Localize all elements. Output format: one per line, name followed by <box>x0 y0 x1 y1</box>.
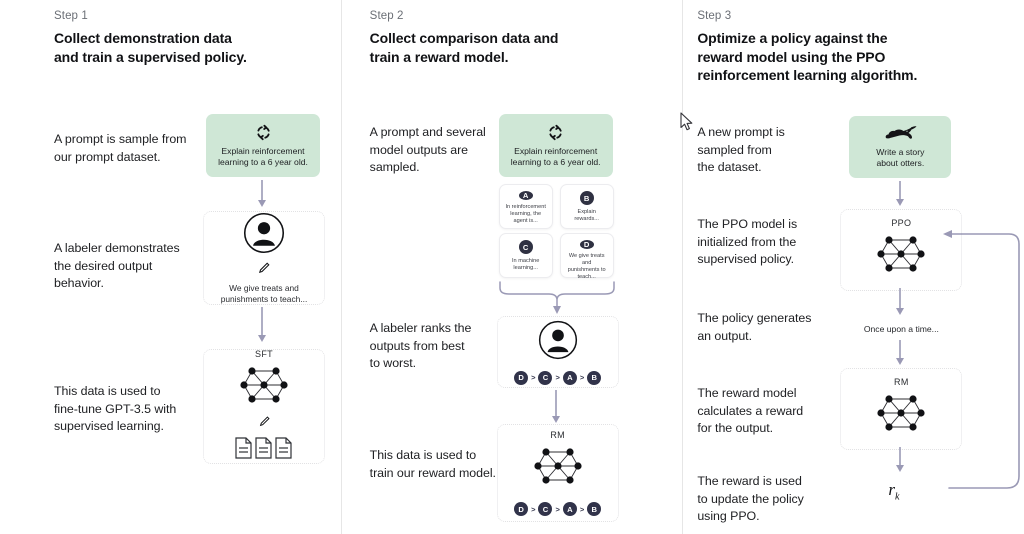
step3-output-card: Once upon a time... <box>840 318 962 340</box>
neural-network-icon-sft <box>236 361 292 414</box>
step3-ppo-card: PPO <box>840 209 963 291</box>
loop-dashed-icon <box>255 124 272 141</box>
step1-labeler-card: We give treats and punishments to teach.… <box>203 211 325 305</box>
arrow-down-3b <box>895 288 905 318</box>
arrow-down-1b <box>257 307 267 345</box>
pencil-icon-1 <box>257 261 271 280</box>
output-text-d: We give treats and punishments to teach.… <box>567 253 606 280</box>
step2-labeler-card: D > C > A > B <box>496 316 619 388</box>
step1-prompt-text: Explain reinforcement learning to a 6 ye… <box>218 145 308 167</box>
step3-desc-3: The policy generates an output. <box>697 311 812 343</box>
step3-desc-1: A new prompt is sampled from the dataset… <box>697 125 785 174</box>
rm-rank-sep-3: > <box>579 504 585 514</box>
labeler-person-icon <box>243 212 285 259</box>
step1-labeler-caption: We give treats and punishments to teach.… <box>220 283 308 304</box>
rm-rank-pill-4: B <box>587 502 602 516</box>
step2-desc-1: A prompt and several model outputs are s… <box>369 125 486 174</box>
reward-value-label: rk <box>888 480 899 502</box>
step1-desc-3: This data is used to fine-tune GPT-3.5 w… <box>54 384 177 433</box>
step3-generated-output: Once upon a time... <box>863 324 939 334</box>
loop-dashed-icon <box>547 124 564 141</box>
step2-desc-2: A labeler ranks the outputs from best to… <box>369 321 472 370</box>
rank-sep-3: > <box>579 373 585 382</box>
step-title-3: Optimize a policy against the reward mod… <box>697 30 918 83</box>
arrow-down-3a <box>895 181 905 209</box>
rank-sep-2: > <box>555 373 560 382</box>
neural-network-icon-rm <box>530 442 586 495</box>
column-step-1: Step 1 Collect demonstration data and tr… <box>0 0 341 534</box>
arrow-down-2b <box>551 390 561 426</box>
rank-sep-1: > <box>531 373 536 382</box>
output-card-a[interactable]: A In reinforcement learning, the agent i… <box>498 184 553 229</box>
mouse-pointer-icon <box>680 112 694 131</box>
step1-prompt-box: Explain reinforcement learning to a 6 ye… <box>206 114 320 177</box>
output-text-c: In machine learning... <box>511 258 540 271</box>
neural-network-icon-ppo <box>873 230 929 283</box>
rm-rank-pill-2: C <box>538 502 553 516</box>
step2-desc-3: This data is used to train our reward mo… <box>369 448 496 480</box>
step3-rm-card: RM <box>840 368 963 450</box>
step3-prompt-box: Write a story about otters. <box>849 116 952 178</box>
output-badge-d: D <box>579 240 594 249</box>
rank-pill-3: A <box>562 370 577 385</box>
step-label-2: Step 2 <box>369 10 404 22</box>
otter-icon <box>883 125 917 142</box>
step3-desc-5: The reward is used to update the policy … <box>697 474 804 523</box>
step3-desc-2: The PPO model is initialized from the su… <box>697 217 798 266</box>
step3-ppo-label: PPO <box>891 217 912 228</box>
pencil-icon-2 <box>258 415 271 433</box>
step-label-1: Step 1 <box>54 10 88 22</box>
rm-rank-sep-2: > <box>555 504 560 514</box>
rm-rank-sep-1: > <box>531 504 536 514</box>
rank-pill-4: B <box>587 370 602 385</box>
step2-network-label: RM <box>550 430 565 440</box>
output-card-b[interactable]: B Explain rewards... <box>559 184 614 229</box>
output-text-b: Explain rewards... <box>574 209 599 222</box>
arrow-down-3d <box>895 447 905 475</box>
ranking-row-rm: D > C > A > B <box>514 502 602 516</box>
brace-merge-arrow <box>497 280 617 316</box>
ranking-row-labeler: D > C > A > B <box>514 370 602 385</box>
step2-rm-card: RM D > C <box>496 424 619 522</box>
step-title-1: Collect demonstration data and train a s… <box>54 30 247 65</box>
rm-rank-pill-3: A <box>562 502 577 516</box>
reward-symbol: r <box>888 480 895 499</box>
three-documents-icon <box>233 436 295 465</box>
output-badge-b: B <box>579 191 594 205</box>
neural-network-icon-rm2 <box>873 389 929 442</box>
arrow-down-3c <box>895 340 905 368</box>
output-card-c[interactable]: C In machine learning... <box>498 233 553 278</box>
output-badge-c: C <box>518 240 533 254</box>
column-step-2: Step 2 Collect comparison data and train… <box>340 0 683 534</box>
step3-rm-label: RM <box>894 376 909 387</box>
step1-desc-1: A prompt is sample from our prompt datas… <box>54 132 187 164</box>
step2-prompt-text: Explain reinforcement learning to a 6 ye… <box>510 145 601 167</box>
step-title-2: Collect comparison data and train a rewa… <box>369 30 559 65</box>
arrow-down-1a <box>257 180 267 210</box>
step3-prompt-text: Write a story about otters. <box>876 147 925 168</box>
output-text-a: In reinforcement learning, the agent is.… <box>505 204 546 224</box>
step1-sft-card: SFT <box>203 349 325 464</box>
labeler-person-icon <box>538 320 578 365</box>
rank-pill-1: D <box>514 370 529 385</box>
step3-desc-4: The reward model calculates a reward for… <box>697 386 804 435</box>
rank-pill-2: C <box>538 370 553 385</box>
output-card-d[interactable]: D We give treats and punishments to teac… <box>559 233 614 280</box>
reward-subscript: k <box>894 491 900 503</box>
rm-rank-pill-1: D <box>514 502 529 516</box>
feedback-loop-arrow <box>923 228 1024 498</box>
output-badge-a: A <box>518 191 533 200</box>
step-label-3: Step 3 <box>697 10 732 22</box>
step2-prompt-box: Explain reinforcement learning to a 6 ye… <box>498 114 613 177</box>
step1-network-label: SFT <box>255 348 273 359</box>
column-step-3: Step 3 Optimize a policy against the rew… <box>682 0 1024 534</box>
step1-desc-2: A labeler demonstrates the desired outpu… <box>54 241 180 290</box>
